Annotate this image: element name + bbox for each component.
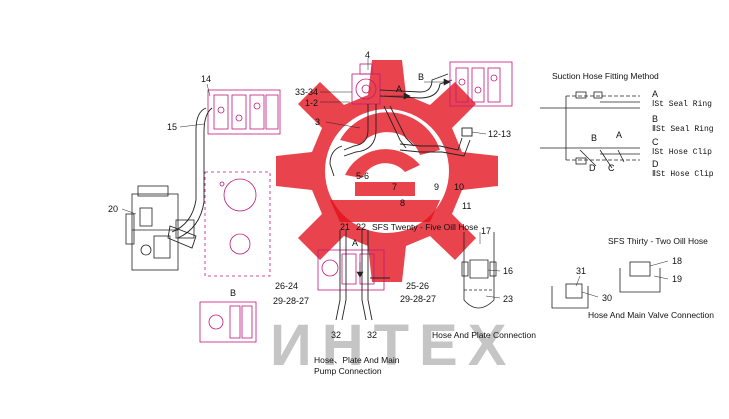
arrow-label-b-top: B xyxy=(418,72,425,82)
callout-10: 10 xyxy=(454,182,465,192)
callout-23: 23 xyxy=(503,294,514,304)
leader-lines xyxy=(121,58,669,299)
tank-plate xyxy=(204,171,271,277)
callout-12-13: 12-13 xyxy=(488,129,512,139)
callout-25-26: 25-26 xyxy=(406,281,430,291)
callout-32-left: 32 xyxy=(331,330,342,340)
view-b-assembly xyxy=(199,301,257,343)
legend-text-b: ⅡSt Seal Ring xyxy=(652,125,714,134)
callout-30: 30 xyxy=(602,293,613,303)
caption-suction-hose-fitting: Suction Hose Fitting Method xyxy=(552,71,659,81)
legend-text-c: ⅠSt Hose Clip xyxy=(652,148,712,157)
callout-14: 14 xyxy=(201,74,212,84)
callout-19: 19 xyxy=(672,274,683,284)
suction-hose-section xyxy=(540,91,640,169)
callout-5-6: 5-6 xyxy=(356,171,370,181)
caption-hose-plate-pump-2: Pump Connection xyxy=(314,366,382,376)
arrows xyxy=(356,78,451,278)
control-valve-left xyxy=(207,89,281,135)
callout-18: 18 xyxy=(672,256,683,266)
callout-31: 31 xyxy=(576,266,587,276)
intech-watermark-text: ИНТЕХ xyxy=(270,313,517,378)
arrow-label-a-mid: A xyxy=(352,238,359,248)
callout-33-34: 33-34 xyxy=(295,87,319,97)
legend-letter-b: B xyxy=(652,114,659,124)
suction-hose-left xyxy=(167,107,213,249)
arrow-label-a-top: A xyxy=(396,84,403,94)
legend-text-a: ⅠSt Seal Ring xyxy=(652,100,712,109)
legend-letter-a: A xyxy=(652,89,659,99)
control-valve-right xyxy=(449,61,513,107)
callout-29-28-27-left: 29-28-27 xyxy=(273,296,310,306)
legend-letter-d: D xyxy=(652,159,659,169)
fitting-label-d: D xyxy=(589,163,596,173)
caption-hose-main-valve: Hose And Main Valve Connection xyxy=(588,310,715,320)
callout-9: 9 xyxy=(434,182,440,192)
legend-text-d: ⅡSt Hose Clip xyxy=(652,170,714,179)
lower-hoses xyxy=(335,230,390,321)
fitting-label-c: C xyxy=(608,163,615,173)
callout-29-28-27-right: 29-28-27 xyxy=(400,294,437,304)
callout-32-right: 32 xyxy=(367,330,378,340)
hose-pipes-center xyxy=(329,73,473,177)
hose-plate-detail xyxy=(461,232,497,309)
callout-8: 8 xyxy=(400,198,406,208)
hose-valve-detail xyxy=(551,261,661,309)
lower-pump-assembly xyxy=(317,249,385,291)
legend-letter-c: C xyxy=(652,137,659,147)
callout-17: 17 xyxy=(481,226,492,236)
caption-sfs-twenty-five: SFS Twenty - Five Oill Hose xyxy=(372,222,479,232)
callout-3: 3 xyxy=(315,117,321,127)
callout-11: 11 xyxy=(462,201,472,211)
callout-1-2: 1-2 xyxy=(305,98,319,108)
caption-hose-plate-pump-1: Hose、Plate And Main xyxy=(314,355,400,365)
callout-21: 21 xyxy=(340,222,351,232)
view-b-label: B xyxy=(230,288,237,298)
fitting-label-b: B xyxy=(591,133,598,143)
callout-4: 4 xyxy=(365,50,371,60)
callout-15: 15 xyxy=(167,122,178,132)
caption-hose-plate-connection: Hose And Plate Connection xyxy=(432,330,536,340)
callout-26-24: 26-24 xyxy=(275,281,299,291)
main-pump xyxy=(125,185,195,271)
fitting-label-a: A xyxy=(616,130,623,140)
pilot-valve-center xyxy=(351,63,381,105)
callout-22: 22 xyxy=(356,222,367,232)
callout-7: 7 xyxy=(392,182,398,192)
callout-20: 20 xyxy=(108,204,119,214)
logo-arcs-watermark xyxy=(330,112,440,222)
callout-16: 16 xyxy=(503,266,514,276)
caption-sfs-thirty-two: SFS Thirty - Two Oill Hose xyxy=(608,236,708,246)
